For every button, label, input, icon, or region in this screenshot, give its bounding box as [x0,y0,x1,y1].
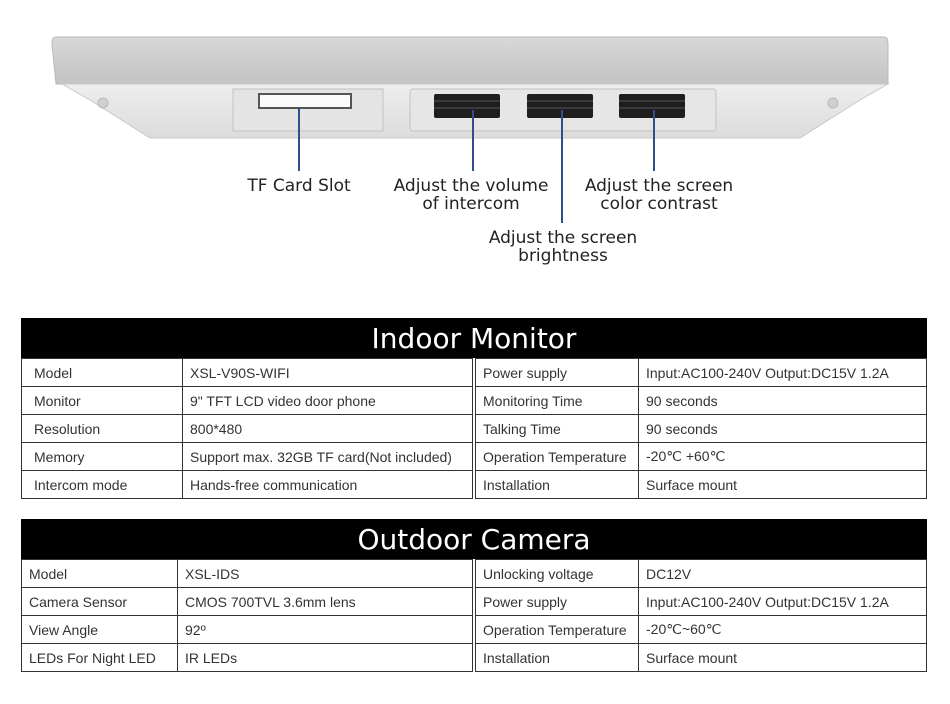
spec-label: LEDs For Night LED [21,643,178,672]
spec-value: XSL-IDS [177,559,473,588]
spec-label: Operation Temperature [475,615,639,644]
volume-callout: Adjust the volume of intercom [393,176,549,214]
contrast-callout: Adjust the screen color contrast [584,176,734,214]
spec-value: -20℃ +60℃ [638,442,927,471]
spec-label: Memory [21,442,183,471]
spec-value: XSL-V90S-WIFI [182,358,473,387]
tf-card-slot [258,93,352,109]
spec-label: Intercom mode [21,470,183,499]
spec-label: Monitor [21,386,183,415]
spec-value: Input:AC100-240V Output:DC15V 1.2A [638,587,927,616]
spec-value: Input:AC100-240V Output:DC15V 1.2A [638,358,927,387]
spec-value: 90 seconds [638,414,927,443]
brightness-callout: Adjust the screen brightness [488,228,638,266]
spec-label: Model [21,358,183,387]
spec-value: 90 seconds [638,386,927,415]
spec-value: Hands-free communication [182,470,473,499]
spec-label: View Angle [21,615,178,644]
spec-value: 800*480 [182,414,473,443]
spec-label: Talking Time [475,414,639,443]
spec-row: Operation Temperature-20℃~60℃ [475,615,927,644]
device-illustration [51,36,890,223]
spec-value: 9" TFT LCD video door phone [182,386,473,415]
spec-label: Monitoring Time [475,386,639,415]
spec-row: Operation Temperature-20℃ +60℃ [475,442,927,471]
spec-value: Surface mount [638,643,927,672]
spec-label: Model [21,559,178,588]
spec-label: Installation [475,643,639,672]
outdoor-title: Outdoor Camera [21,519,927,559]
spec-value: 92º [177,615,473,644]
indoor-title: Indoor Monitor [21,318,927,358]
brightness-knob [527,94,593,118]
spec-label: Operation Temperature [475,442,639,471]
spec-label: Power supply [475,358,639,387]
spec-label: Power supply [475,587,639,616]
spec-value: DC12V [638,559,927,588]
spec-label: Resolution [21,414,183,443]
spec-value: Support max. 32GB TF card(Not included) [182,442,473,471]
spec-value: CMOS 700TVL 3.6mm lens [177,587,473,616]
spec-label: Unlocking voltage [475,559,639,588]
contrast-knob [619,94,685,118]
spec-value: IR LEDs [177,643,473,672]
tf-slot-callout: TF Card Slot [247,176,351,196]
spec-label: Installation [475,470,639,499]
spec-value: Surface mount [638,470,927,499]
volume-knob [434,94,500,118]
spec-label: Camera Sensor [21,587,178,616]
spec-value: -20℃~60℃ [638,615,927,644]
